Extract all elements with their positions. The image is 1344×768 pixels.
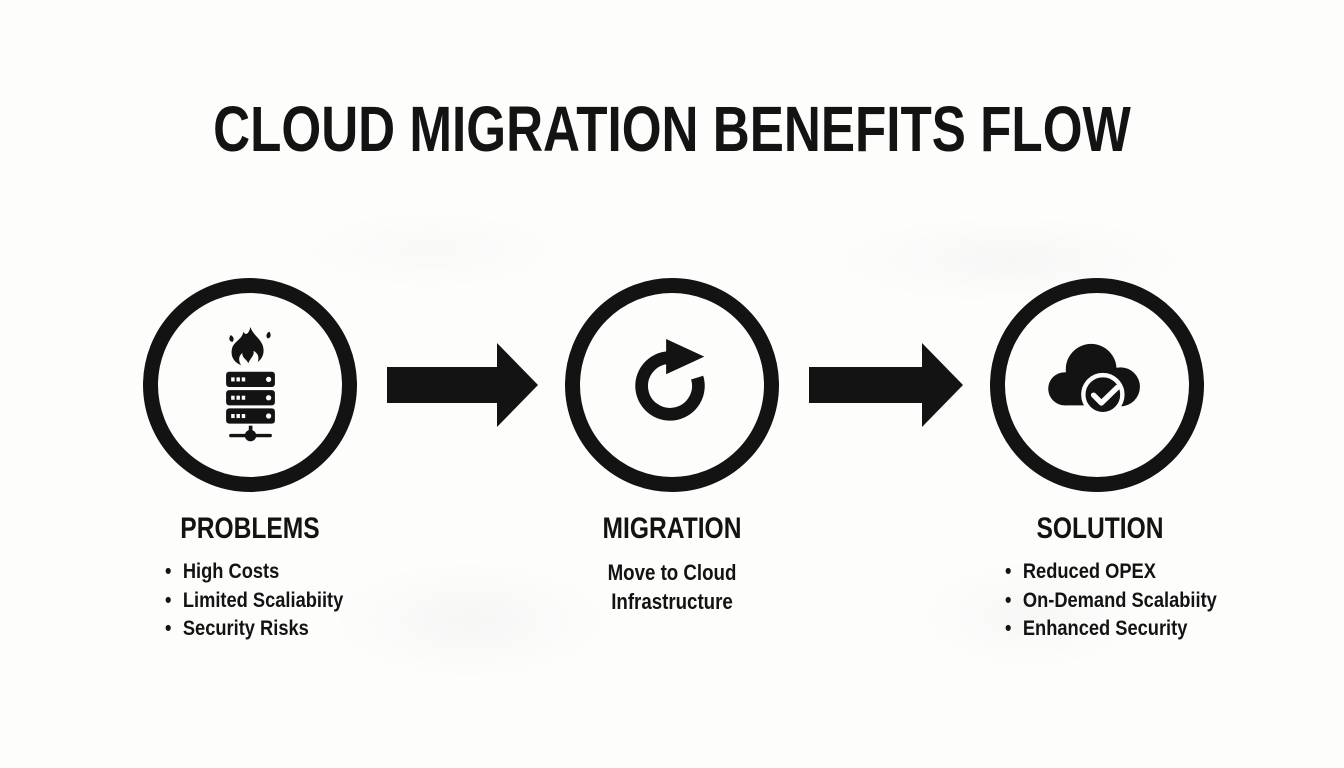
solution-circle bbox=[990, 278, 1204, 492]
list-item: Security Risks bbox=[165, 614, 343, 643]
migration-refresh-icon bbox=[635, 339, 705, 421]
stage-heading-solution: SOLUTION bbox=[1036, 512, 1164, 545]
migration-circle bbox=[565, 278, 779, 492]
list-item: Limited Scaliabiity bbox=[165, 586, 343, 615]
description-line: Move to Cloud bbox=[607, 560, 737, 585]
problems-list: High Costs Limited Scaliabiity Security … bbox=[165, 557, 343, 643]
cloud-check-icon bbox=[1048, 343, 1140, 417]
background-smudge bbox=[300, 210, 560, 290]
list-item: Reduced OPEX bbox=[1005, 557, 1217, 586]
problems-circle bbox=[143, 278, 357, 492]
list-item: On-Demand Scalabiity bbox=[1005, 586, 1217, 615]
flow-arrow-icon bbox=[809, 343, 963, 427]
list-item: High Costs bbox=[165, 557, 343, 586]
description-line: Infrastructure bbox=[611, 589, 733, 614]
migration-description: Move to Cloud Infrastructure bbox=[545, 558, 800, 616]
flow-arrow-icon bbox=[387, 343, 538, 427]
list-item: Enhanced Security bbox=[1005, 614, 1217, 643]
stage-heading-migration: MIGRATION bbox=[602, 512, 742, 545]
page-title: CLOUD MIGRATION BENEFITS FLOW bbox=[213, 93, 1131, 165]
stage-heading-problems: PROBLEMS bbox=[180, 512, 320, 545]
solution-list: Reduced OPEX On-Demand Scalabiity Enhanc… bbox=[1005, 557, 1217, 643]
burning-server-icon bbox=[225, 327, 275, 442]
